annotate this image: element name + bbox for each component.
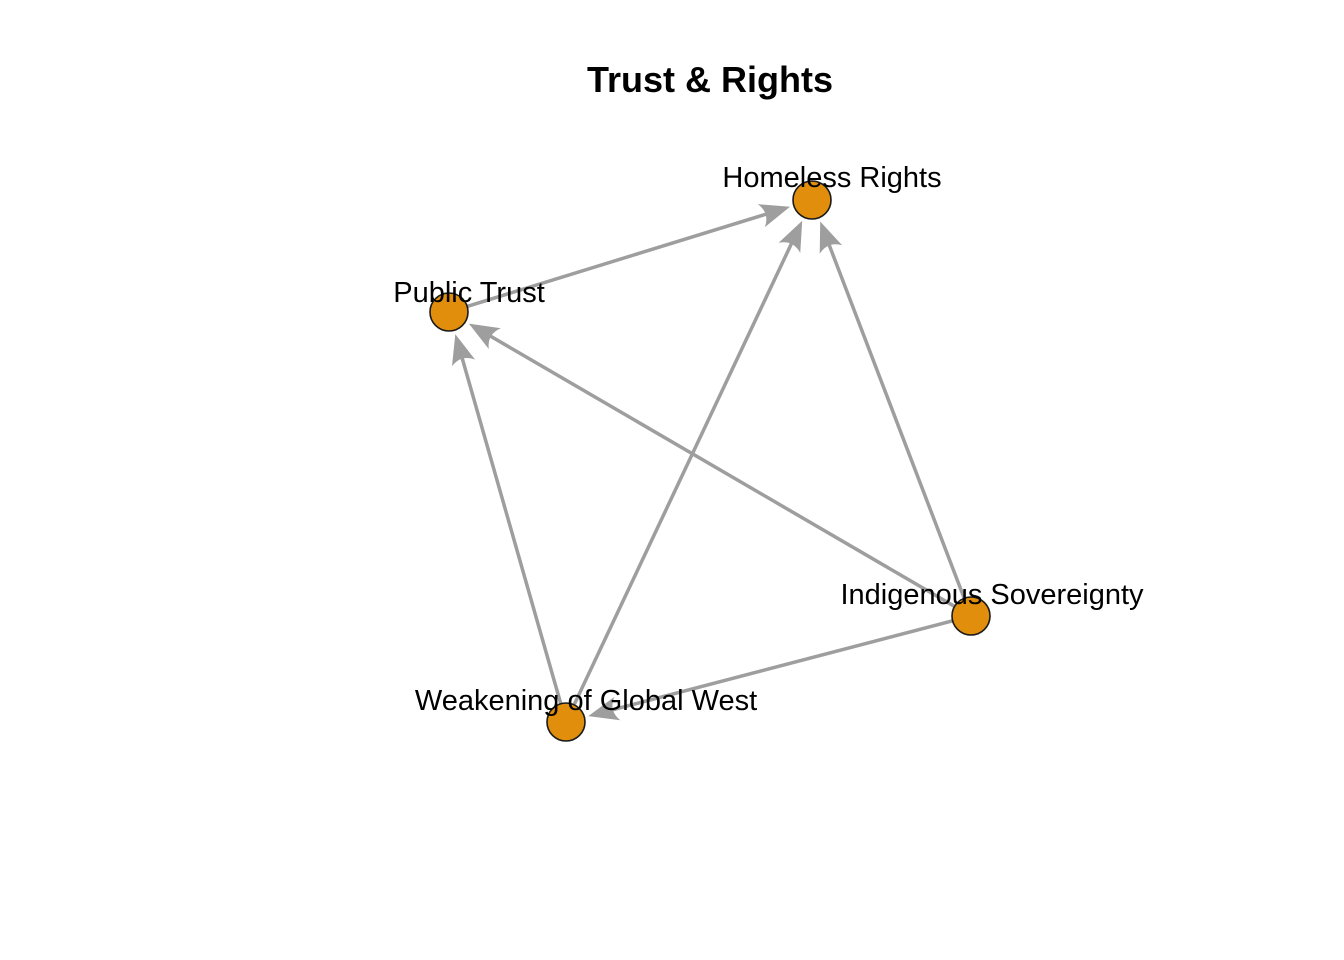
node-weakening_global_west [546, 702, 586, 742]
edge-line [486, 332, 956, 608]
edge-indigenous_sovereignty-to-homeless_rights [819, 221, 966, 599]
arrowhead [452, 334, 476, 367]
nodes-layer [429, 180, 991, 742]
arrowhead [588, 696, 621, 721]
edges-layer [452, 204, 966, 721]
edge-line [466, 211, 771, 309]
arrowhead [757, 204, 791, 228]
arrowhead [819, 221, 843, 254]
edge-weakening_global_west-to-homeless_rights [572, 220, 803, 706]
diagram-title: Trust & Rights [587, 59, 833, 100]
arrowhead [468, 323, 501, 350]
node-homeless_rights [792, 180, 832, 220]
edge-line [826, 240, 966, 599]
node-label-weakening_global_west: Weakening of Global West [415, 685, 757, 717]
arrowhead [778, 220, 803, 254]
node-label-homeless_rights: Homeless Rights [722, 162, 941, 194]
node-label-indigenous_sovereignty: Indigenous Sovereignty [840, 579, 1144, 611]
node-label-public_trust: Public Trust [393, 277, 545, 309]
node-indigenous_sovereignty [951, 596, 991, 636]
edge-indigenous_sovereignty-to-public_trust [468, 323, 956, 608]
edge-line [572, 239, 795, 706]
edge-indigenous_sovereignty-to-weakening_global_west [588, 619, 954, 721]
edge-weakening_global_west-to-public_trust [452, 334, 563, 705]
node-public_trust [429, 292, 469, 332]
edge-public_trust-to-homeless_rights [466, 204, 791, 309]
edge-line [608, 619, 954, 713]
edge-line [459, 353, 563, 705]
